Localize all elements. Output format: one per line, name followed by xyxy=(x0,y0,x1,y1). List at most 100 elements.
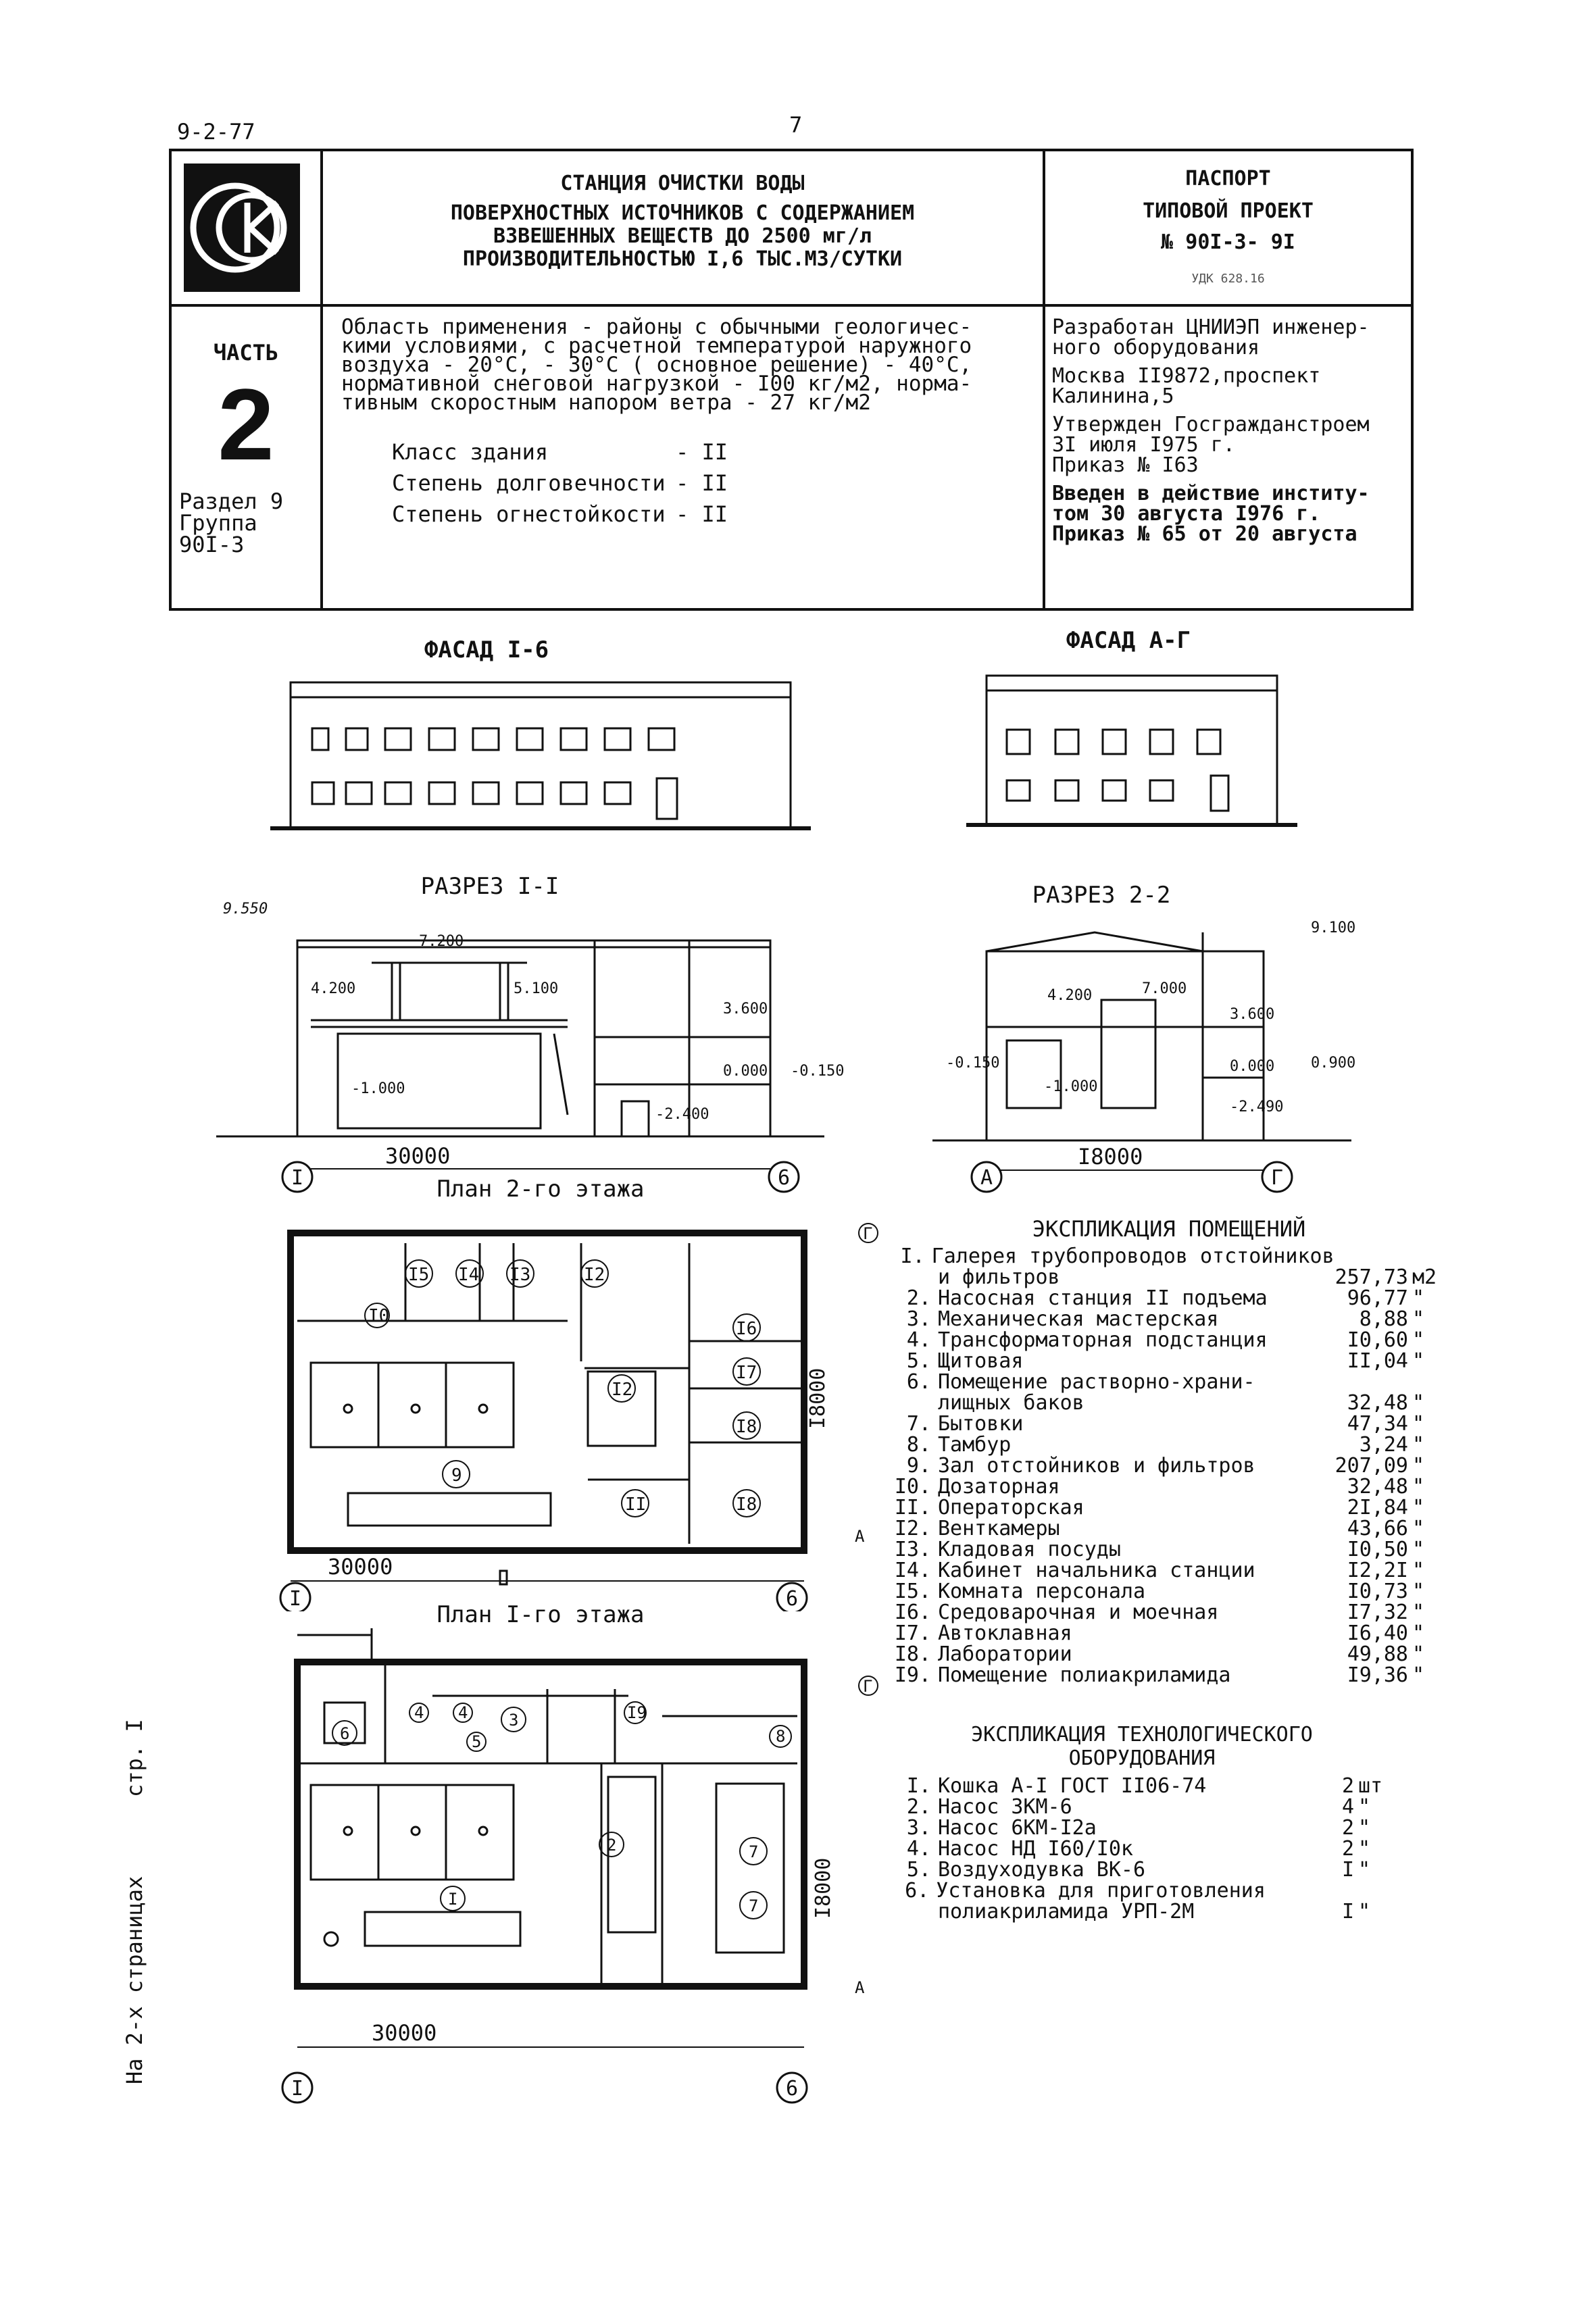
list-item-value: 47,34 xyxy=(1347,1412,1408,1436)
list-item-num xyxy=(892,1267,938,1288)
dimension-30000: 30000 xyxy=(385,1143,450,1169)
list-item-name: Насос НД I60/I0к xyxy=(938,1837,1133,1861)
list-item-unit: " xyxy=(1412,1433,1425,1457)
list-item-value: I2,2I xyxy=(1347,1559,1408,1582)
axis-label: Г xyxy=(863,1677,872,1696)
svg-text:I8: I8 xyxy=(736,1417,757,1437)
list-item-value: 2 xyxy=(1341,1837,1354,1861)
developer-line: Приказ № I63 xyxy=(1052,453,1199,477)
page-number: 7 xyxy=(789,112,803,138)
list-item-name: Автоклавная xyxy=(938,1621,1072,1645)
section-2-drawing: 9.100 7.000 4.200 3.600 0.000 0.900 -0.1… xyxy=(932,920,1355,1193)
level-mark: -2.400 xyxy=(655,1106,709,1123)
list-item-unit: м2 xyxy=(1412,1265,1437,1289)
svg-text:I: I xyxy=(448,1890,457,1909)
list-item-num: I. xyxy=(906,1774,931,1798)
group-label: Группа xyxy=(179,510,257,536)
list-item-num: 2. xyxy=(906,1286,931,1310)
list-item-value: 207,09 xyxy=(1335,1454,1408,1478)
list-item-num: I5. xyxy=(894,1580,931,1603)
svg-text:7: 7 xyxy=(749,1896,758,1915)
level-mark: 0.000 xyxy=(723,1063,768,1080)
list-item-name: Насос 6КМ-I2а xyxy=(938,1816,1097,1840)
list-item-name: Помещение полиакриламида xyxy=(938,1663,1231,1687)
description-line: Область применения - районы с обычными г… xyxy=(341,315,972,339)
level-mark: -1.000 xyxy=(1044,1078,1097,1095)
facade-2-title: ФАСАД А-Г xyxy=(1066,627,1191,654)
svg-text:I5: I5 xyxy=(408,1265,429,1285)
list-item-value: II,04 xyxy=(1347,1349,1408,1373)
svg-text:5: 5 xyxy=(472,1732,481,1751)
passport-label: ПАСПОРТ xyxy=(1185,167,1271,191)
title-line: ПРОИЗВОДИТЕЛЬНОСТЬЮ I,6 ТЫС.МЗ/СУТКИ xyxy=(462,247,903,271)
list-item-num: 8. xyxy=(906,1433,931,1457)
list-item-name: Бытовки xyxy=(938,1412,1024,1436)
prop-row: Класс здания- II xyxy=(392,441,728,472)
level-mark: 4.200 xyxy=(311,980,355,997)
svg-text:I4: I4 xyxy=(458,1265,479,1285)
list-item-name: Насос ЗКМ-6 xyxy=(938,1795,1072,1819)
building-props: Класс здания- II Степень долговечности- … xyxy=(392,441,728,534)
axis-label: А xyxy=(855,1527,865,1546)
title-line: СТАНЦИЯ ОЧИСТКИ ВОДЫ xyxy=(560,172,805,195)
list-item-value: 32,48 xyxy=(1347,1391,1408,1415)
section-2-title: РАЗРЕЗ 2-2 xyxy=(1032,882,1171,909)
doc-code: 9-2-77 xyxy=(177,119,255,145)
list-item-name: Кладовая посуды xyxy=(938,1538,1121,1561)
developer-line: Калинина,5 xyxy=(1052,384,1174,408)
section-label: Раздел 9 xyxy=(179,488,284,514)
description-line: тивным скоростным напором ветра - 27 кг/… xyxy=(341,391,871,415)
svg-text:7: 7 xyxy=(749,1842,758,1861)
list-item-unit: " xyxy=(1412,1496,1425,1519)
list-item-num: I7. xyxy=(894,1621,931,1645)
level-mark: 9.550 xyxy=(223,901,268,917)
list-item-unit: " xyxy=(1412,1580,1425,1603)
axis-label: 6 xyxy=(786,2077,798,2101)
list-item-unit: " xyxy=(1358,1900,1371,1923)
list-item-value xyxy=(1314,1372,1408,1392)
list-item-num: 4. xyxy=(906,1837,931,1861)
prop-value: - II xyxy=(676,439,728,465)
list-item-name: Галерея трубопроводов отстойников xyxy=(931,1244,1335,1268)
list-item-num: I2. xyxy=(894,1517,931,1540)
level-mark: 3.600 xyxy=(1230,1006,1274,1023)
axis-label: I xyxy=(291,2077,303,2101)
side-note-pages: На 2-х страницах xyxy=(122,1876,147,2084)
list-item-unit: " xyxy=(1358,1816,1371,1840)
list-item-num: I0. xyxy=(894,1475,931,1499)
dimension-18000: I8000 xyxy=(1078,1144,1143,1169)
svg-text:4: 4 xyxy=(458,1703,468,1722)
list-item-name: Зал отстойников и фильтров xyxy=(938,1454,1255,1478)
developer-line: том 30 августа I976 г. xyxy=(1052,502,1321,526)
level-mark: -0.150 xyxy=(946,1055,999,1072)
dimension-30000: 30000 xyxy=(328,1554,393,1580)
level-mark: 0.900 xyxy=(1311,1055,1355,1072)
description-block: Область применения - районы с обычными г… xyxy=(341,315,972,415)
dimension-18000: I8000 xyxy=(806,1368,830,1429)
list-item-num: 3. xyxy=(906,1816,931,1840)
svg-text:I7: I7 xyxy=(736,1363,757,1383)
svg-text:I8: I8 xyxy=(736,1494,757,1515)
axis-label: I xyxy=(289,1587,301,1611)
level-mark: 5.100 xyxy=(514,980,558,997)
level-mark: 7.200 xyxy=(419,933,464,950)
list-item-value: I7,32 xyxy=(1347,1601,1408,1624)
developer-line: Введен в действие институ- xyxy=(1052,482,1370,505)
level-mark: 4.200 xyxy=(1047,987,1092,1004)
list-item-num: I. xyxy=(900,1244,925,1268)
list-item-unit xyxy=(1414,1246,1446,1267)
list-item-unit: " xyxy=(1358,1858,1371,1882)
description-line: воздуха - 20°С, - 30°С ( основное решени… xyxy=(341,353,972,377)
list-item-name: Механическая мастерская xyxy=(938,1307,1219,1331)
list-item-value: 49,88 xyxy=(1347,1642,1408,1666)
list-item-value: 2I,84 xyxy=(1347,1496,1408,1519)
